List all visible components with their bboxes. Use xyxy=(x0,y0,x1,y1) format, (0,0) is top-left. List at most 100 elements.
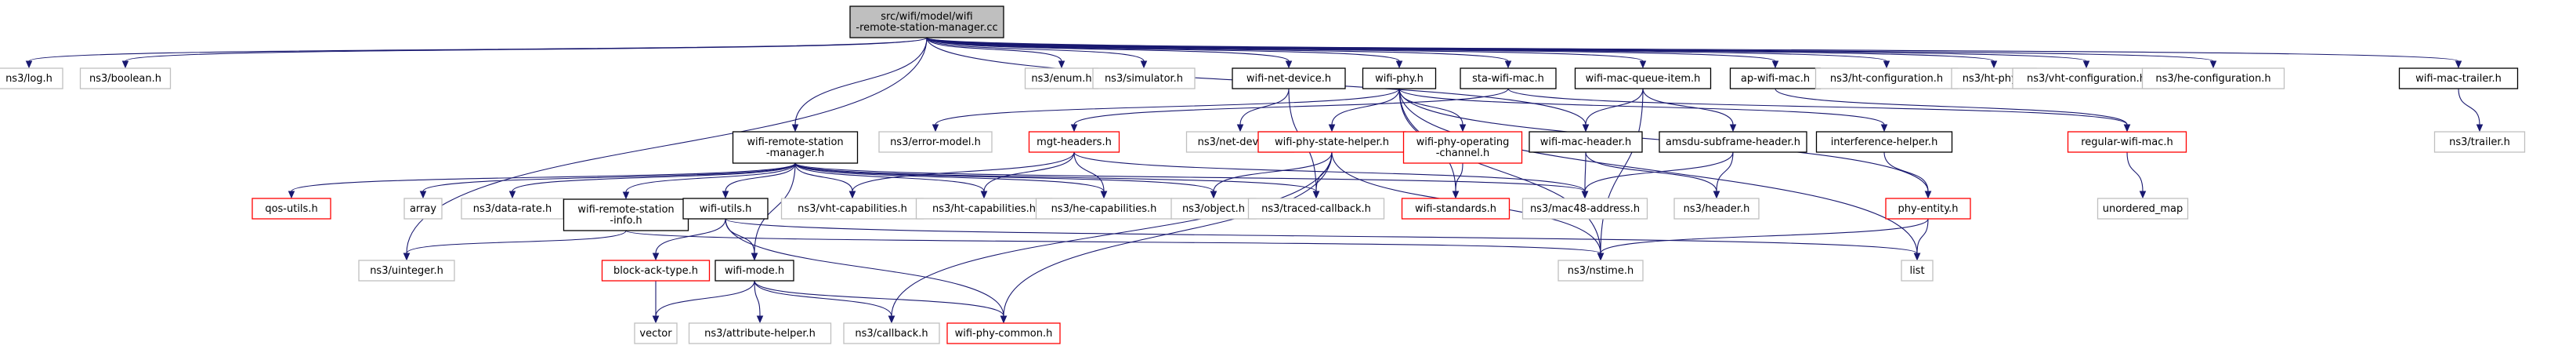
node-sta[interactable]: sta-wifi-mac.h xyxy=(1460,67,1557,89)
node-box-log xyxy=(0,67,63,89)
dependency-edge-wmode-phycommon xyxy=(754,280,1008,324)
node-rsi[interactable]: wifi-remote-station-info.h xyxy=(563,198,689,231)
dependency-edge-wnd-netdev xyxy=(1236,88,1290,133)
node-wmh[interactable]: wifi-mac-header.h xyxy=(1529,131,1643,153)
node-box-bat xyxy=(601,260,711,282)
node-label-array-0: array xyxy=(410,203,436,215)
node-box-mgt xyxy=(1028,131,1120,153)
dependency-edge-rsm-rsi xyxy=(622,162,796,200)
node-poc[interactable]: wifi-phy-operating-channel.h xyxy=(1402,131,1523,164)
node-regmac[interactable]: regular-wifi-mac.h xyxy=(2067,131,2187,153)
node-box-simulator xyxy=(1092,67,1196,89)
dependency-edge-amsdu-mac48 xyxy=(1581,151,1734,199)
dependency-edge-wmode-callback xyxy=(754,280,895,324)
dependency-edge-ap-regmac xyxy=(1775,88,2131,133)
dependency-edge-wutils-list xyxy=(725,218,1921,261)
node-label-attrhelper-0: ns3/attribute-helper.h xyxy=(704,328,816,340)
dependency-edge-root-sta xyxy=(926,37,1512,69)
node-mgt[interactable]: mgt-headers.h xyxy=(1028,131,1120,153)
node-box-vector xyxy=(634,322,678,344)
dependency-edge-wphy-nstime xyxy=(1398,88,1605,261)
node-label-nstime-0: ns3/nstime.h xyxy=(1568,265,1634,277)
dependency-edge-ih-phyentity xyxy=(1883,151,1932,199)
node-ns3trailer: ns3/trailer.h xyxy=(2433,131,2526,153)
node-label-phyentity-0: phy-entity.h xyxy=(1898,203,1959,215)
node-mac48: ns3/mac48-address.h xyxy=(1521,198,1648,220)
node-phycommon[interactable]: wifi-phy-common.h xyxy=(946,322,1061,344)
node-box-traced xyxy=(1247,198,1385,220)
node-box-header xyxy=(1673,198,1760,220)
node-label-uint-0: ns3/uinteger.h xyxy=(370,265,443,277)
node-label-qos-0: qos-utils.h xyxy=(265,203,317,215)
dependency-edge-root-htphy xyxy=(926,37,1998,69)
node-box-htconf xyxy=(1814,67,1959,89)
node-wutils[interactable]: wifi-utils.h xyxy=(682,198,769,220)
node-traced: ns3/traced-callback.h xyxy=(1247,198,1385,220)
node-array: array xyxy=(403,198,443,220)
node-box-rsi xyxy=(563,198,689,231)
node-datarate: ns3/data-rate.h xyxy=(461,198,564,220)
node-label-vhtcap-0: ns3/vht-capabilities.h xyxy=(798,203,907,215)
dependency-edge-wmode-vector xyxy=(652,280,755,324)
node-box-wmh xyxy=(1529,131,1643,153)
dependency-edge-wphy-psh xyxy=(1328,88,1400,133)
node-phyentity[interactable]: phy-entity.h xyxy=(1885,198,1971,220)
node-label-htcap-0: ns3/ht-capabilities.h xyxy=(932,203,1036,215)
node-label-simulator-0: ns3/simulator.h xyxy=(1105,73,1183,85)
node-label-datarate-0: ns3/data-rate.h xyxy=(473,203,552,215)
node-errmodel: ns3/error-model.h xyxy=(878,131,993,153)
dependency-edge-rsm-hecap xyxy=(794,162,1108,199)
dependency-edge-rsi-uint xyxy=(403,230,627,261)
node-enum: ns3/enum.h xyxy=(1024,67,1099,89)
node-qos[interactable]: qos-utils.h xyxy=(251,198,331,220)
dependency-edge-rsm-qos xyxy=(288,162,796,199)
dependency-edge-root-mqi xyxy=(926,37,1647,69)
node-label-psh-0: wifi-phy-state-helper.h xyxy=(1275,136,1389,148)
node-vhtconf: ns3/vht-configuration.h xyxy=(2012,67,2161,89)
node-psh[interactable]: wifi-phy-state-helper.h xyxy=(1257,131,1406,153)
node-trailer[interactable]: wifi-mac-trailer.h xyxy=(2398,67,2519,89)
node-box-callback xyxy=(843,322,940,344)
node-label-rsm-0: wifi-remote-station xyxy=(747,136,843,148)
node-label-ih-0: interference-helper.h xyxy=(1831,136,1938,148)
node-ih[interactable]: interference-helper.h xyxy=(1815,131,1953,153)
node-box-heconf xyxy=(2141,67,2285,89)
node-box-phycommon xyxy=(946,322,1061,344)
node-root[interactable]: src/wifi/model/wifi-remote-station-manag… xyxy=(849,5,1004,38)
node-label-errmodel-0: ns3/error-model.h xyxy=(890,136,981,148)
dependency-edge-wmh-header xyxy=(1585,151,1720,199)
node-label-mgt-0: mgt-headers.h xyxy=(1037,136,1112,148)
node-callback: ns3/callback.h xyxy=(843,322,940,344)
node-box-sta xyxy=(1460,67,1557,89)
node-wnd[interactable]: wifi-net-device.h xyxy=(1232,67,1346,89)
node-box-object xyxy=(1170,198,1257,220)
node-label-sta-0: sta-wifi-mac.h xyxy=(1472,73,1544,85)
node-amsdu[interactable]: amsdu-subframe-header.h xyxy=(1659,131,1807,153)
node-list: list xyxy=(1901,260,1934,282)
node-box-vhtconf xyxy=(2012,67,2161,89)
dependency-edge-mgt-vhtcap xyxy=(848,151,1075,199)
node-box-trailer xyxy=(2398,67,2519,89)
node-label-wnd-0: wifi-net-device.h xyxy=(1246,73,1331,85)
dependency-edge-phyentity-list xyxy=(1913,218,1929,261)
node-bat[interactable]: block-ack-type.h xyxy=(601,260,711,282)
node-box-qos xyxy=(251,198,331,220)
node-label-wmode-0: wifi-mode.h xyxy=(725,265,784,277)
dependency-edge-psh-phycommon xyxy=(1000,151,1333,324)
node-box-ns3trailer xyxy=(2433,131,2526,153)
node-label-boolean-0: ns3/boolean.h xyxy=(89,73,161,85)
node-boolean: ns3/boolean.h xyxy=(79,67,172,89)
dependency-edge-mgt-htcap xyxy=(980,151,1075,199)
node-umap: unordered_map xyxy=(2097,198,2189,220)
node-label-amsdu-0: amsdu-subframe-header.h xyxy=(1666,136,1800,148)
node-mqi[interactable]: wifi-mac-queue-item.h xyxy=(1574,67,1712,89)
node-ap[interactable]: ap-wifi-mac.h xyxy=(1729,67,1822,89)
node-standards[interactable]: wifi-standards.h xyxy=(1401,198,1511,220)
node-wphy[interactable]: wifi-phy.h xyxy=(1362,67,1437,89)
dependency-edge-rsm-array xyxy=(419,162,796,199)
node-rsm[interactable]: wifi-remote-station-manager.h xyxy=(732,131,859,164)
node-label-bat-0: block-ack-type.h xyxy=(613,265,698,277)
node-wmode[interactable]: wifi-mode.h xyxy=(715,260,794,282)
node-box-wnd xyxy=(1232,67,1346,89)
